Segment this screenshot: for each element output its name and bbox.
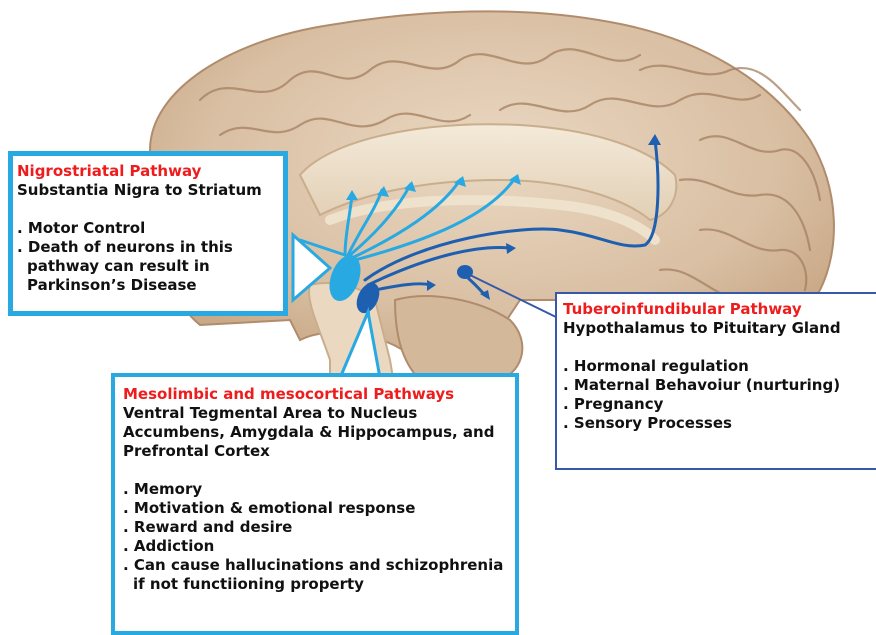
nigrostriatal-item: Motor Control (17, 219, 279, 238)
tuberoinfundibular-title: Tuberoinfundibular Pathway (563, 300, 876, 319)
mesolimbic-item: Memory (123, 480, 507, 499)
nigrostriatal-subtitle: Substantia Nigra to Striatum (17, 181, 279, 200)
mesolimbic-subtitle: Ventral Tegmental Area to Nucleus Accumb… (123, 404, 507, 461)
nigrostriatal-item: Death of neurons in this pathway can res… (17, 238, 279, 295)
mesolimbic-title: Mesolimbic and mesocortical Pathways (123, 385, 507, 404)
nigrostriatal-callout: Nigrostriatal Pathway Substantia Nigra t… (8, 151, 288, 316)
tuberoinfundibular-item: Maternal Behavoiur (nurturing) (563, 376, 876, 395)
nigrostriatal-title: Nigrostriatal Pathway (17, 162, 279, 181)
mesolimbic-item: Reward and desire (123, 518, 507, 537)
tuberoinfundibular-subtitle: Hypothalamus to Pituitary Gland (563, 319, 876, 338)
tuberoinfundibular-callout: Tuberoinfundibular Pathway Hypothalamus … (555, 292, 876, 470)
mesolimbic-item: Addiction (123, 537, 507, 556)
mesolimbic-item: Motivation & emotional response (123, 499, 507, 518)
tuberoinfundibular-item: Pregnancy (563, 395, 876, 414)
mesolimbic-item: Can cause hallucinations and schizophren… (123, 556, 507, 594)
tuberoinfundibular-item: Sensory Processes (563, 414, 876, 433)
hypothalamus (457, 265, 473, 279)
tuberoinfundibular-item: Hormonal regulation (563, 357, 876, 376)
mesolimbic-callout: Mesolimbic and mesocortical Pathways Ven… (111, 373, 519, 635)
